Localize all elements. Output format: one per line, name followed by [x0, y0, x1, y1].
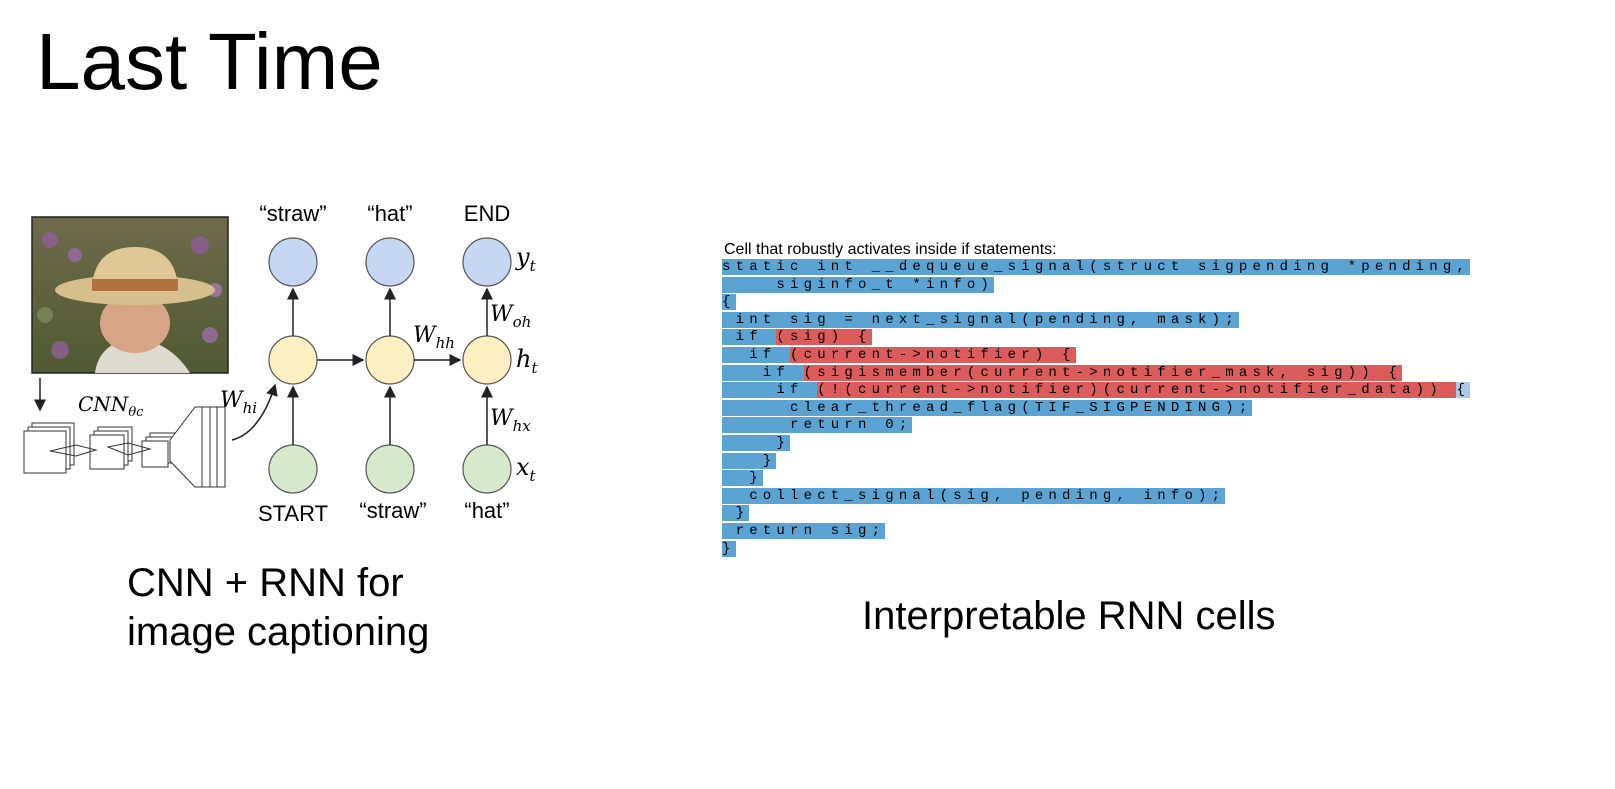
input-to-hidden-arrows	[287, 385, 493, 445]
code-segment: }	[722, 540, 736, 557]
code-segment: siginfo_t *info)	[722, 276, 995, 293]
left-caption: CNN + RNN for image captioning	[127, 559, 429, 657]
input-node-3	[462, 444, 512, 494]
input-label-2: “straw”	[359, 498, 426, 523]
code-segment: if	[722, 382, 818, 399]
code-segment-active: (sigismember(current->notifier_mask, sig…	[803, 364, 1403, 381]
code-line: if (!(current->notifier)(current->notifi…	[722, 382, 1582, 400]
code-segment-active: (!(current->notifier)(current->notifier_…	[817, 382, 1457, 399]
code-segment: int sig = next_signal(pending, mask);	[722, 311, 1239, 328]
code-segment: }	[722, 452, 777, 469]
code-segment: collect_signal(sig, pending, info);	[722, 487, 1226, 504]
right-caption: Interpretable RNN cells	[862, 594, 1276, 638]
code-line: collect_signal(sig, pending, info);	[722, 487, 1582, 506]
input-node-2	[365, 444, 415, 494]
code-segment: static int __dequeue_signal(struct sigpe…	[722, 259, 1471, 275]
code-line: }	[722, 540, 1582, 559]
code-segment: if	[722, 346, 791, 363]
code-line: }	[722, 470, 1582, 488]
slide-title: Last Time	[36, 17, 383, 106]
left-caption-line-1: CNN + RNN for	[127, 561, 404, 605]
output-label-3: END	[464, 201, 510, 226]
input-label-3: “hat”	[464, 498, 509, 523]
code-segment: clear_thread_flag(TIF_SIGPENDING);	[722, 399, 1253, 416]
code-segment: }	[722, 470, 763, 487]
code-segment: if	[722, 329, 777, 346]
output-label-2: “hat”	[367, 201, 412, 226]
code-line: {	[722, 294, 1582, 312]
code-segment-active: (current->notifier) {	[790, 346, 1076, 363]
hidden-node-2	[365, 335, 415, 385]
code-line: return 0;	[722, 417, 1582, 435]
code-line: clear_thread_flag(TIF_SIGPENDING);	[722, 399, 1582, 418]
input-node-1	[268, 444, 318, 494]
hidden-to-output-arrows	[287, 287, 493, 336]
code-activation-panel: Cell that robustly activates inside if s…	[722, 241, 1582, 571]
code-panel-heading: Cell that robustly activates inside if s…	[724, 241, 1057, 258]
code-line: }	[722, 505, 1582, 523]
code-segment: {	[1456, 382, 1471, 399]
yt-label: yt	[515, 243, 537, 275]
code-segment: return sig;	[722, 522, 886, 539]
whh-label: Whh	[413, 323, 455, 352]
whi-arrow	[231, 383, 278, 441]
code-segment: if	[722, 364, 804, 381]
whi-label: Whi	[220, 388, 257, 417]
code-line: if (current->notifier) {	[722, 346, 1582, 365]
hidden-node-1	[268, 335, 318, 385]
input-label-1: START	[258, 501, 328, 526]
woh-label: Woh	[490, 302, 531, 331]
output-node-3	[462, 237, 512, 287]
code-line: return sig;	[722, 522, 1582, 541]
output-node-2	[365, 237, 415, 287]
output-node-1	[268, 237, 318, 287]
code-segment: return 0;	[722, 417, 913, 434]
code-segment: }	[722, 505, 750, 522]
left-caption-line-2: image captioning	[127, 610, 430, 654]
code-block: static int __dequeue_signal(struct sigpe…	[722, 259, 1582, 558]
code-segment-active: (sig) {	[776, 329, 872, 346]
cnn-label: CNNθc	[78, 392, 144, 420]
code-line: static int __dequeue_signal(struct sigpe…	[722, 259, 1582, 277]
xt-label: xt	[516, 453, 537, 485]
hidden-node-3	[462, 335, 512, 385]
code-line: int sig = next_signal(pending, mask);	[722, 311, 1582, 330]
code-line: siginfo_t *info)	[722, 276, 1582, 295]
code-segment: {	[722, 294, 736, 311]
output-label-1: “straw”	[259, 201, 326, 226]
cnn-block-sketch	[23, 406, 226, 488]
cnn-rnn-diagram: CNNθc Whi “straw” “hat” END Whh Woh Whx …	[23, 201, 538, 526]
code-line: if (sigismember(current->notifier_mask, …	[722, 364, 1582, 383]
code-line: }	[722, 452, 1582, 471]
man-in-straw-hat-photo	[31, 216, 229, 374]
code-line: }	[722, 434, 1582, 453]
code-line: if (sig) {	[722, 329, 1582, 347]
whx-label: Whx	[490, 406, 531, 435]
ht-label: ht	[516, 345, 538, 377]
code-segment: }	[722, 434, 791, 451]
